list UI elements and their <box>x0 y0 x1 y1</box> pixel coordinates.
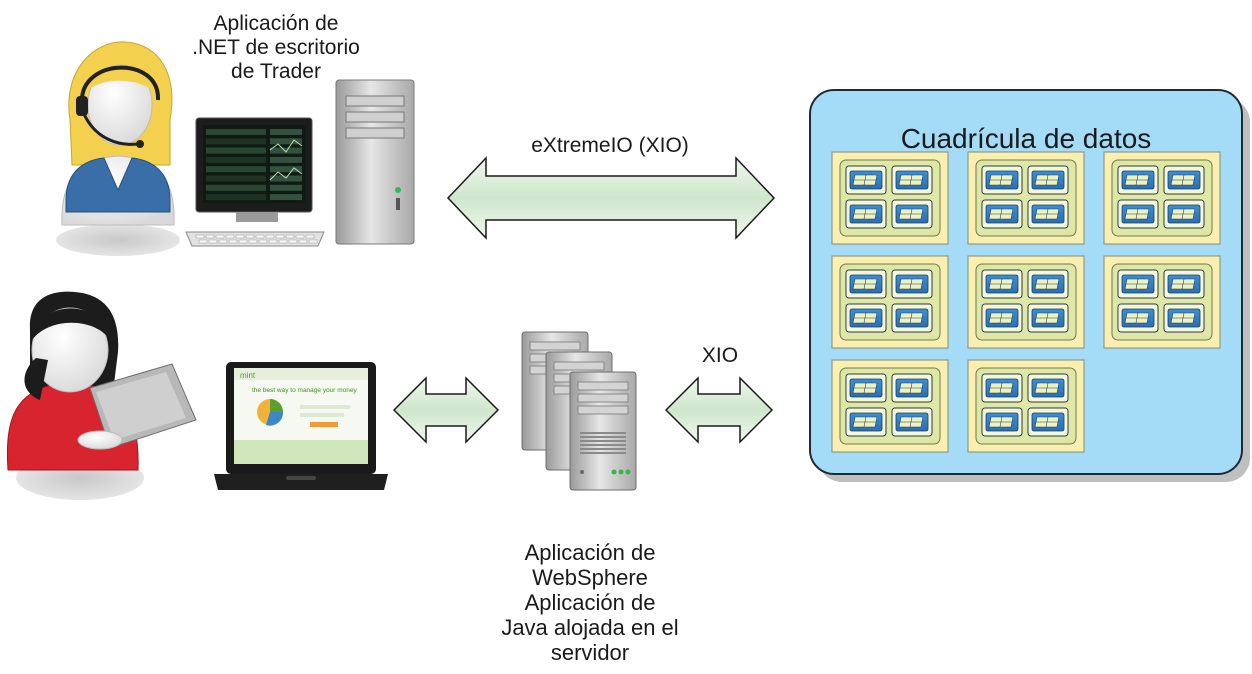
xio-top-arrow <box>446 156 776 240</box>
partition-icon <box>981 269 1023 299</box>
partition-icon <box>1027 373 1069 403</box>
laptop-user-icon <box>6 291 197 500</box>
grid-container <box>967 151 1085 245</box>
partition-icon <box>1027 407 1069 437</box>
partition-icon <box>1117 199 1159 229</box>
xio-top-label: eXtremeIO (XIO) <box>531 134 689 157</box>
grid-container <box>967 255 1085 349</box>
partition-icon <box>1163 199 1205 229</box>
grid-container <box>831 255 949 349</box>
headset-user-icon <box>56 41 180 256</box>
laptop-server-arrow <box>392 376 500 444</box>
grid-container <box>831 151 949 245</box>
data-grid-title: Cuadrícula de datos <box>900 123 1152 154</box>
partition-icon <box>981 373 1023 403</box>
data-grid <box>809 89 1250 482</box>
partition-icon <box>891 407 933 437</box>
grid-container <box>967 359 1085 453</box>
server-tower <box>569 371 637 491</box>
user-vest <box>65 157 171 213</box>
xio-bottom-arrow <box>664 376 774 444</box>
partition-icon <box>1117 269 1159 299</box>
partition-icon <box>1027 199 1069 229</box>
tower-pc-icon <box>335 79 415 245</box>
svg-text:mint: mint <box>240 371 256 380</box>
partition-icon <box>1163 303 1205 333</box>
partition-icon <box>981 165 1023 195</box>
laptop-icon: mint the best way to manage your money <box>214 362 388 490</box>
partition-icon <box>1117 165 1159 195</box>
partition-icon <box>891 373 933 403</box>
partition-icon <box>845 165 887 195</box>
partition-icon <box>891 165 933 195</box>
partition-icon <box>891 199 933 229</box>
monitor-icon <box>185 117 325 247</box>
partition-icon <box>1027 303 1069 333</box>
partition-icon <box>845 269 887 299</box>
xio-bottom-label: XIO <box>701 344 739 367</box>
partition-icon <box>981 407 1023 437</box>
partition-icon <box>1027 269 1069 299</box>
partition-icon <box>1027 165 1069 195</box>
partition-icon <box>981 199 1023 229</box>
trader-app-label: Aplicación de .NET de escritorio de Trad… <box>192 12 360 83</box>
partition-icon <box>891 303 933 333</box>
server-app-label: Aplicación de WebSphere Aplicación de Ja… <box>501 540 679 665</box>
partition-icon <box>891 269 933 299</box>
partition-icon <box>845 407 887 437</box>
partition-icon <box>981 303 1023 333</box>
server-stack-icon <box>521 331 637 491</box>
grid-container <box>831 359 949 453</box>
partition-icon <box>1163 165 1205 195</box>
grid-container <box>1103 255 1221 349</box>
partition-icon <box>845 303 887 333</box>
partition-icon <box>845 199 887 229</box>
partition-icon <box>845 373 887 403</box>
laptop-tagline: the best way to manage your money <box>252 387 358 394</box>
partition-icon <box>1163 269 1205 299</box>
grid-container <box>1103 151 1221 245</box>
partition-icon <box>1117 303 1159 333</box>
